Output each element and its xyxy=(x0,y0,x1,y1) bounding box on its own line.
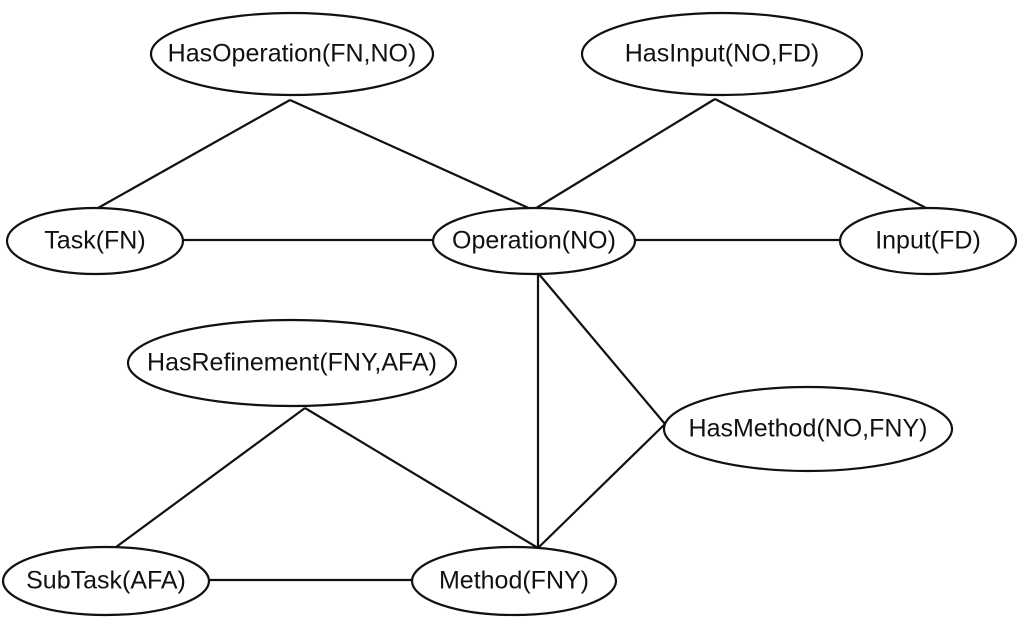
node-has-operation-label: HasOperation(FN,NO) xyxy=(168,40,417,68)
node-operation-label: Operation(NO) xyxy=(452,227,616,255)
node-has-method: HasMethod(NO,FNY) xyxy=(662,385,954,473)
node-method: Method(FNY) xyxy=(410,545,618,617)
node-has-operation: HasOperation(FN,NO) xyxy=(149,11,435,97)
node-has-input-label: HasInput(NO,FD) xyxy=(625,40,819,68)
node-subtask: SubTask(AFA) xyxy=(1,545,211,617)
edge-hasrefinement-method xyxy=(304,407,539,549)
node-operation-ellipse xyxy=(431,206,637,276)
node-task-label: Task(FN) xyxy=(44,227,145,255)
node-has-refinement-label: HasRefinement(FNY,AFA) xyxy=(147,349,437,377)
node-method-label: Method(FNY) xyxy=(439,567,589,595)
node-input: Input(FD) xyxy=(838,206,1018,276)
node-subtask-ellipse xyxy=(1,545,211,617)
edge-operation-hasmethod xyxy=(537,272,666,425)
node-has-refinement-ellipse xyxy=(126,318,458,408)
node-task: Task(FN) xyxy=(5,206,185,276)
edge-hasinput-operation xyxy=(532,98,716,211)
node-input-label: Input(FD) xyxy=(875,227,981,255)
node-task-ellipse xyxy=(5,206,185,276)
edge-hasoperation-task xyxy=(97,99,291,209)
edge-hasrefinement-subtask xyxy=(111,407,306,551)
edges xyxy=(97,98,931,582)
node-input-ellipse xyxy=(838,206,1018,276)
node-has-method-label: HasMethod(NO,FNY) xyxy=(689,415,928,443)
edge-hasmethod-method xyxy=(537,423,666,549)
node-has-input-ellipse xyxy=(580,11,864,97)
edge-hasinput-input xyxy=(714,98,931,211)
node-subtask-label: SubTask(AFA) xyxy=(26,567,186,595)
node-operation: Operation(NO) xyxy=(431,206,637,276)
node-has-input: HasInput(NO,FD) xyxy=(580,11,864,97)
node-has-method-ellipse xyxy=(662,385,954,473)
edge-hasoperation-operation xyxy=(289,98,534,212)
node-method-ellipse xyxy=(410,545,618,617)
node-has-operation-ellipse xyxy=(149,11,435,97)
node-has-refinement: HasRefinement(FNY,AFA) xyxy=(126,318,458,408)
